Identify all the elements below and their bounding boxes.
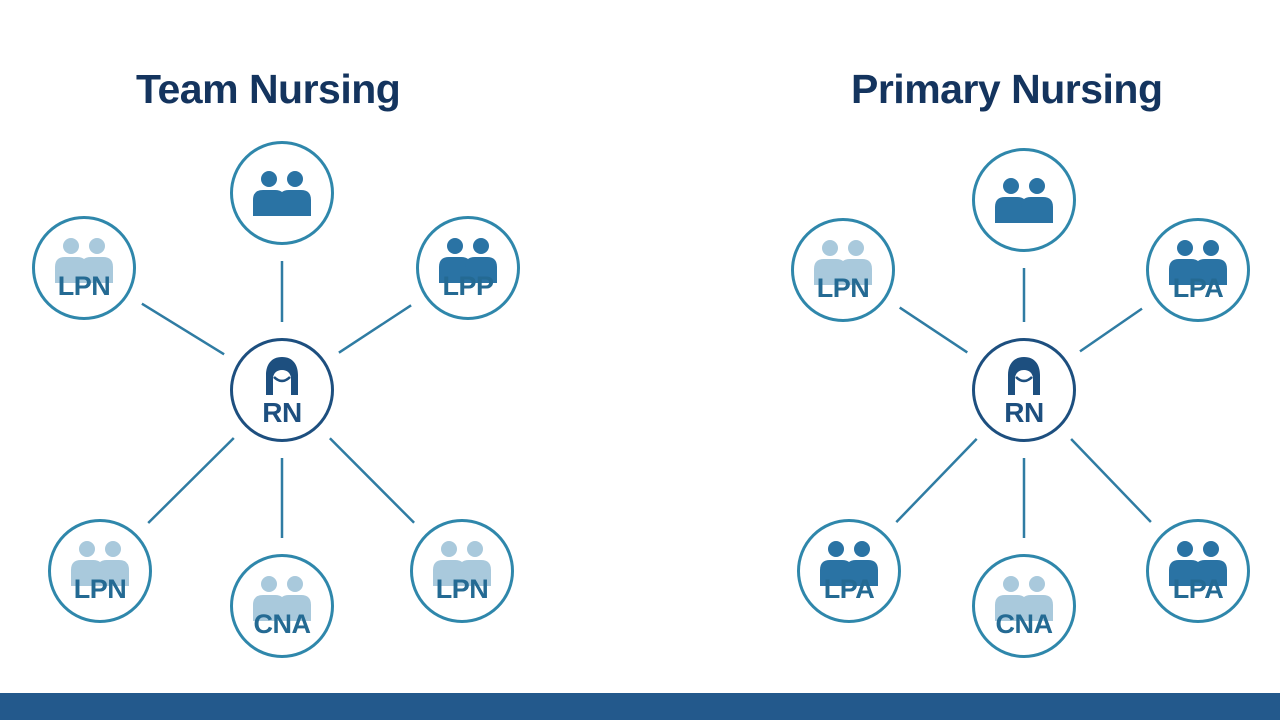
primary-nursing-connectors [895,268,1152,538]
people-icon [71,541,129,586]
people-icon [820,541,878,586]
connector-line [141,302,225,356]
primary-member-node-lower-right: LPA [1146,519,1250,623]
primary-member-node-bottom: CNA [972,554,1076,658]
team-nursing-title: Team Nursing [136,66,401,112]
team-member-node-top [230,141,334,245]
node-label: LPA [823,574,875,604]
primary-center-rn-node: RN [972,338,1076,442]
primary-member-node-upper-left: LPN [791,218,895,322]
connector-line [329,437,415,524]
team-member-node-lower-left: LPN [48,519,152,623]
people-icon [814,240,872,285]
primary-nursing-title: Primary Nursing [851,66,1163,112]
node-label: RN [262,397,302,428]
people-icon [253,576,311,621]
connector-line [1070,438,1152,523]
connector-line [1079,307,1143,353]
team-member-node-bottom: CNA [230,554,334,658]
node-label: LPN [816,273,870,303]
people-icon [439,238,497,283]
team-nursing-connectors [141,261,415,538]
primary-member-node-top [972,148,1076,252]
node-label: LPN [435,574,489,604]
primary-member-node-upper-right: LPA [1146,218,1250,322]
people-icon [433,541,491,586]
team-center-rn-node: RN [230,338,334,442]
people-icon [995,576,1053,621]
team-member-node-lower-right: LPN [410,519,514,623]
connector-line [147,437,235,524]
team-member-node-upper-right: LPP [416,216,520,320]
primary-member-node-lower-left: LPA [797,519,901,623]
connector-line [895,438,978,523]
node-label: CNA [995,609,1054,639]
node-label: RN [1004,397,1044,428]
node-label: LPP [442,271,494,301]
connector-line [338,304,412,354]
nurse-icon [1008,357,1040,395]
people-icon [1169,240,1227,285]
node-label: LPN [73,574,127,604]
people-icon [253,171,311,216]
node-label: LPN [57,271,111,301]
node-label: LPA [1172,273,1224,303]
node-label: LPA [1172,574,1224,604]
team-member-node-upper-left: LPN [32,216,136,320]
node-label: CNA [253,609,312,639]
footer-bar [0,693,1280,720]
people-icon [55,238,113,283]
people-icon [1169,541,1227,586]
people-icon [995,178,1053,223]
nurse-icon [266,357,298,395]
connector-line [899,306,968,354]
